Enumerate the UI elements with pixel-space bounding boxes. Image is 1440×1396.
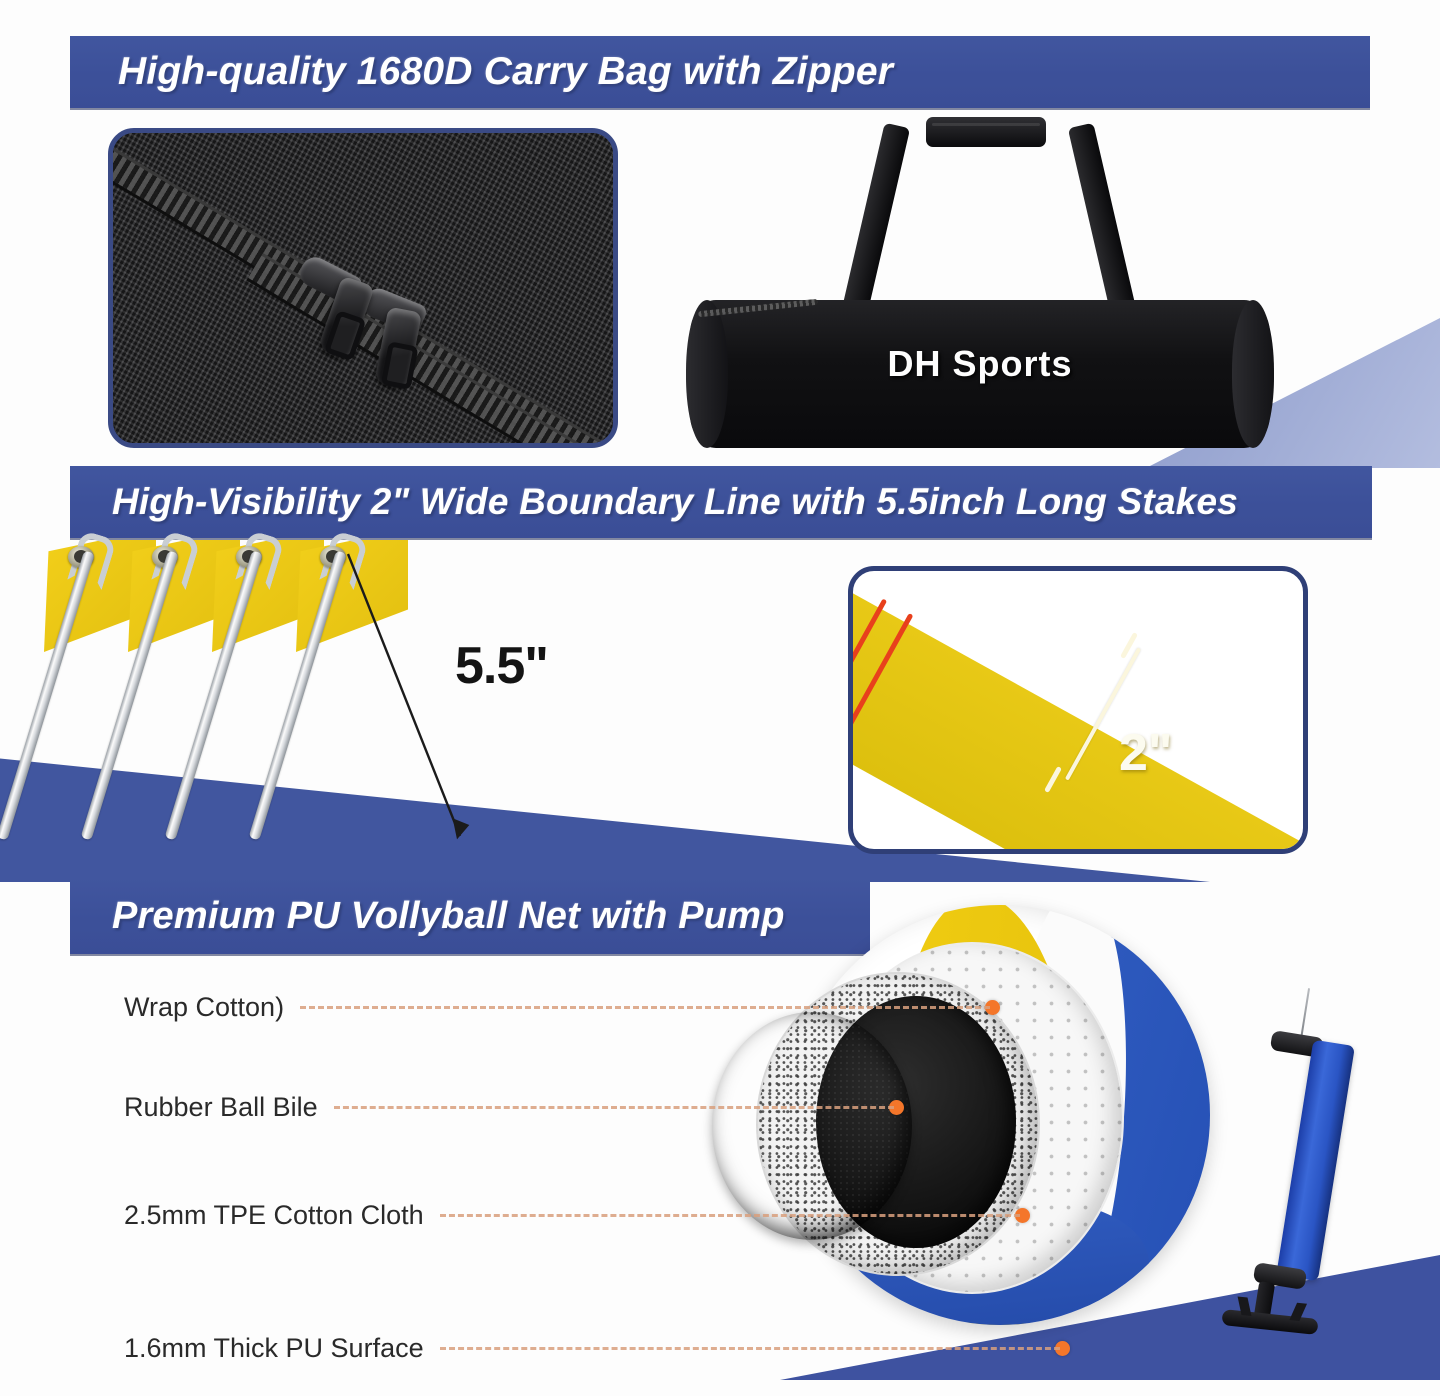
callout-leader-line: [300, 1006, 991, 1009]
bag-brand-label: DH Sports: [887, 343, 1073, 384]
boundary-line-closeup-panel: 2": [848, 566, 1308, 854]
callout-pu-surface: 1.6mm Thick PU Surface: [124, 1333, 1070, 1364]
callout-leader-line: [333, 1106, 894, 1109]
volleyball-cutaway-diagram: [700, 900, 1210, 1370]
callout-leader-line: [439, 1347, 1060, 1350]
ball-layer-rubber-bladder: [712, 1012, 912, 1240]
line-width-dimension-label: 2": [1119, 724, 1173, 782]
section-title-boundary-line: High-Visibility 2" Wide Boundary Line wi…: [112, 481, 1239, 522]
stakes-illustration: 5.5": [0, 529, 680, 890]
bag-strap-left: [839, 122, 911, 324]
callout-label: 2.5mm TPE Cotton Cloth: [124, 1200, 424, 1230]
bag-strap-right: [1067, 122, 1139, 324]
red-stitch-line-1: [853, 598, 888, 750]
boundary-line-strap: [853, 571, 1303, 849]
callout-rubber-ball-bile: Rubber Ball Bile: [124, 1092, 904, 1123]
zipper-closeup-photo: [108, 128, 618, 448]
stake-length-dimension-label: 5.5": [455, 637, 549, 695]
pump-barrel: [1276, 1039, 1355, 1282]
callout-endpoint-dot: [985, 1000, 1001, 1015]
section-title-volleyball: Premium PU Vollyball Net with Pump: [112, 894, 785, 937]
bag-end-cap-left: [686, 300, 728, 448]
section-banner-boundary-line: High-Visibility 2" Wide Boundary Line wi…: [70, 466, 1372, 538]
ball-layer-inner-shell: [816, 996, 1016, 1248]
section-title-carry-bag: High-quality 1680D Carry Bag with Zipper: [118, 50, 894, 93]
pump-needle: [1299, 988, 1311, 1040]
bag-end-cap-right: [1232, 300, 1274, 448]
section-banner-carry-bag: High-quality 1680D Carry Bag with Zipper: [70, 36, 1370, 108]
hand-pump-illustration: [1221, 988, 1378, 1340]
callout-wrap-cotton: Wrap Cotton): [124, 992, 1001, 1023]
stake-dimension-arrow: [346, 553, 470, 840]
red-stitch-line-2: [853, 612, 914, 765]
callout-endpoint-dot: [1014, 1208, 1030, 1223]
callout-label: Wrap Cotton): [124, 992, 285, 1022]
callout-endpoint-dot: [888, 1100, 904, 1115]
section-banner-volleyball: Premium PU Vollyball Net with Pump: [70, 878, 870, 954]
callout-label: Rubber Ball Bile: [124, 1092, 318, 1122]
bag-body: [690, 300, 1270, 448]
callout-leader-line: [439, 1214, 1020, 1217]
callout-label: 1.6mm Thick PU Surface: [124, 1333, 424, 1363]
callout-tpe-cotton-cloth: 2.5mm TPE Cotton Cloth: [124, 1200, 1030, 1231]
bag-strap-grip: [926, 117, 1046, 147]
carry-bag-product-photo: DH Sports: [686, 117, 1274, 455]
callout-endpoint-dot: [1054, 1341, 1070, 1356]
